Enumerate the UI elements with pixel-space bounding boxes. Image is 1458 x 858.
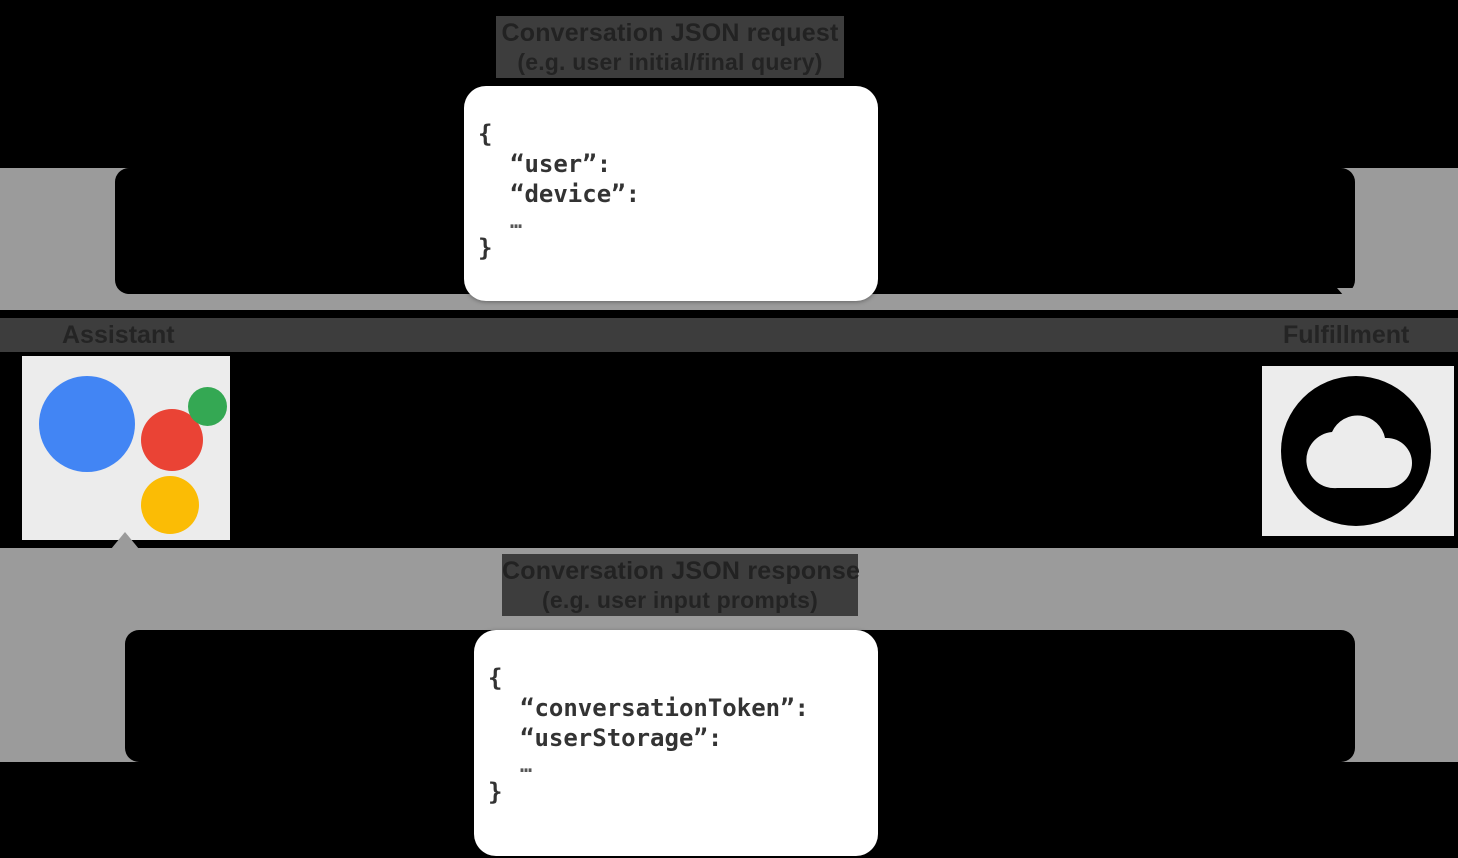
- request-arrow-head-icon: [1337, 288, 1367, 305]
- response-caption: Conversation JSON response (e.g. user in…: [502, 554, 861, 616]
- response-json-key-user-storage: “userStorage”:: [520, 723, 723, 752]
- response-caption-line1: Conversation JSON response: [502, 557, 861, 585]
- request-json-close-brace: }: [478, 234, 493, 263]
- fulfillment-node[interactable]: [1262, 366, 1454, 536]
- response-caption-line2: (e.g. user input prompts): [542, 586, 818, 613]
- assistant-node-label: Assistant: [62, 321, 175, 349]
- response-json-key-conversation-token: “conversationToken”:: [520, 693, 809, 722]
- request-caption-line2: (e.g. user initial/final query): [517, 48, 823, 75]
- response-arrow-head-icon: [111, 532, 139, 549]
- request-json-open-brace: {: [478, 120, 493, 148]
- request-caption: Conversation JSON request (e.g. user ini…: [496, 16, 844, 78]
- request-json-key-user: “user”:: [510, 149, 612, 178]
- response-json-ellipsis: …: [520, 753, 533, 778]
- cloud-icon: [1281, 376, 1431, 526]
- request-json-key-device: “device”:: [510, 179, 641, 208]
- response-json-close-brace: }: [488, 778, 503, 807]
- google-assistant-icon-blue-dot: [39, 376, 135, 472]
- google-assistant-icon-yellow-dot: [141, 476, 199, 534]
- fulfillment-node-label: Fulfillment: [1283, 321, 1410, 349]
- node-label-strip: [0, 318, 1458, 352]
- request-json-card: { “user”: “device”: … }: [464, 86, 878, 301]
- google-assistant-icon-green-dot: [188, 387, 227, 426]
- request-json-ellipsis: …: [510, 209, 523, 234]
- request-caption-line1: Conversation JSON request: [501, 19, 839, 47]
- response-json-card: { “conversationToken”: “userStorage”: … …: [474, 630, 878, 856]
- response-json-open-brace: {: [488, 664, 503, 692]
- assistant-node[interactable]: [22, 356, 230, 540]
